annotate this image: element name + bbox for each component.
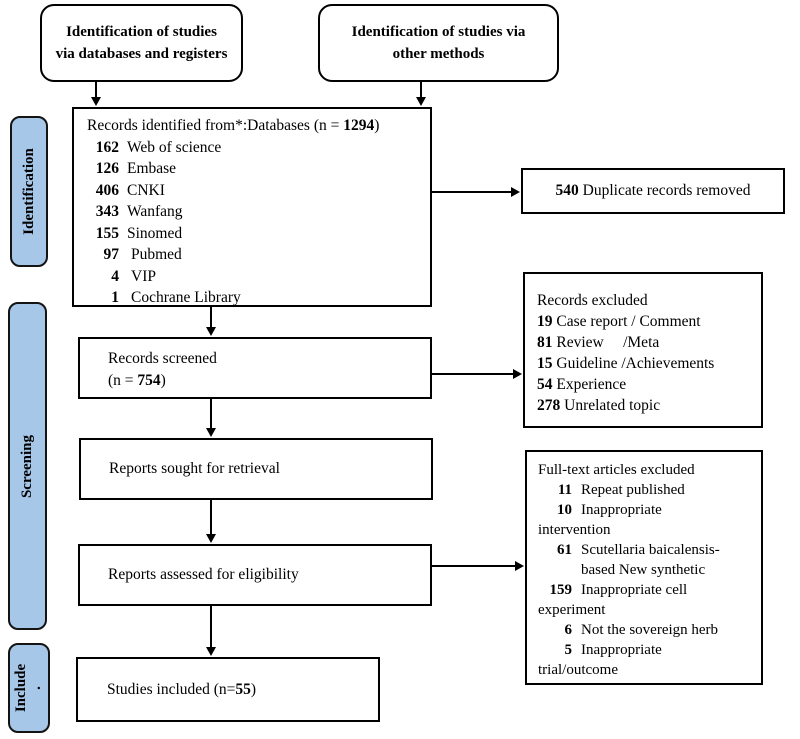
- fulltext-row-cont: based New synthetic: [581, 562, 706, 578]
- stage-label-identification-text: Identification: [20, 148, 37, 235]
- stage-label-screening-text: Screening: [19, 434, 35, 498]
- arrow-identified-to-screened: [206, 307, 216, 336]
- excluded-row: 19 Case report / Comment: [537, 313, 701, 330]
- arrow-assessed-to-fulltext: [432, 561, 524, 571]
- fulltext-excluded-header: Full-text articles excluded: [538, 462, 695, 478]
- records-identified-header: Records identified from*:Databases (n = …: [87, 117, 380, 134]
- duplicates-removed-text: 540 Duplicate records removed: [555, 182, 751, 199]
- excluded-row: 278 Unrelated topic: [537, 397, 661, 414]
- excluded-row: 81 Review /Meta: [537, 334, 660, 351]
- excluded-row: 54 Experience: [537, 376, 627, 393]
- box-identification-databases-text: Identification of studies via databases …: [55, 24, 228, 62]
- arrow-identified-to-duplicates: [432, 187, 520, 197]
- records-excluded-header: Records excluded: [537, 292, 648, 309]
- box-records-excluded: Records excluded 19 Case report / Commen…: [523, 272, 763, 428]
- stage-label-screening: Screening: [8, 302, 47, 630]
- records-screened-line2: (n = 754): [108, 371, 166, 389]
- box-studies-included: Studies included (n=55): [76, 657, 380, 722]
- fulltext-row-cont: trial/outcome: [538, 662, 618, 678]
- stage-label-include-text: Include .: [13, 663, 45, 713]
- arrow-sought-to-assessed: [206, 500, 216, 543]
- box-reports-assessed: Reports assessed for eligibility: [78, 544, 432, 606]
- box-records-identified: Records identified from*:Databases (n = …: [72, 107, 432, 307]
- box-records-screened: Records screened (n = 754): [78, 337, 432, 399]
- box-identification-databases: Identification of studies via databases …: [40, 4, 243, 82]
- box-identification-other-methods: Identification of studies via other meth…: [318, 4, 559, 82]
- fulltext-row-cont: intervention: [538, 522, 611, 538]
- box-reports-sought: Reports sought for retrieval: [79, 438, 433, 500]
- fulltext-row-cont: experiment: [538, 602, 606, 618]
- arrow-otherbox-to-identified: [416, 82, 426, 106]
- arrow-screened-to-sought: [206, 399, 216, 437]
- reports-assessed-text: Reports assessed for eligibility: [108, 566, 299, 583]
- arrow-assessed-to-included: [206, 606, 216, 656]
- stage-label-identification: Identification: [10, 116, 48, 267]
- excluded-row: 15 Guideline /Achievements: [537, 355, 715, 372]
- arrow-screened-to-excluded: [432, 369, 522, 379]
- box-duplicates-removed: 540 Duplicate records removed: [521, 168, 785, 214]
- reports-sought-text: Reports sought for retrieval: [109, 460, 280, 477]
- records-screened-line1: Records screened: [108, 350, 217, 367]
- stage-label-include: Include .: [8, 643, 50, 733]
- box-identification-other-methods-text: Identification of studies via other meth…: [351, 24, 526, 62]
- studies-included-text: Studies included (n=55): [107, 680, 257, 698]
- arrow-dbbox-to-identified: [91, 82, 101, 106]
